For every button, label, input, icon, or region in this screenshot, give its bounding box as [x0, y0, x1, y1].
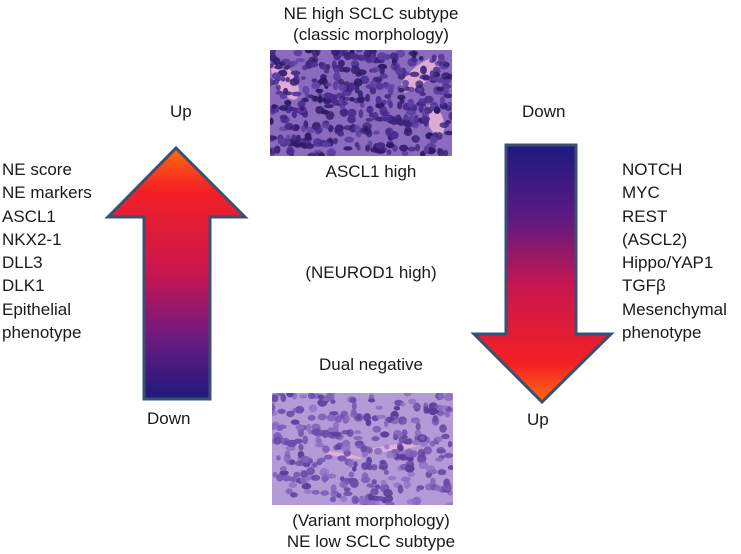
- right-arrow-item: Hippo/YAP1: [622, 253, 714, 273]
- right-arrow-item: Mesenchymal: [622, 299, 727, 319]
- left-arrow-item: phenotype: [2, 323, 82, 343]
- left-arrow-top-label: Up: [170, 102, 192, 121]
- right-arrow-item: phenotype: [622, 323, 702, 343]
- right-arrow-item: REST: [622, 206, 668, 226]
- left-arrow-item: NKX2-1: [2, 229, 62, 249]
- classic-morphology-micrograph: [270, 50, 452, 156]
- top-marker-label: ASCL1 high: [325, 162, 417, 181]
- left-up-arrow: [104, 145, 249, 402]
- left-arrow-item: NE score: [2, 160, 72, 179]
- right-arrow-item: TGFβ: [622, 276, 666, 296]
- right-down-arrow: [470, 142, 615, 405]
- top-subtype-title-line2: (classic morphology): [293, 25, 449, 44]
- right-arrow-shape: [470, 143, 615, 405]
- right-arrow-item: MYC: [622, 183, 660, 203]
- right-arrow-bottom-label: Up: [527, 410, 549, 429]
- right-arrow-item: NOTCH: [622, 160, 683, 179]
- left-arrow-item: ASCL1: [2, 206, 56, 226]
- bottom-marker-label: Dual negative: [319, 355, 423, 374]
- left-arrow-item: DLL3: [2, 253, 43, 273]
- left-arrow-item: Epithelial: [2, 299, 71, 319]
- left-arrow-item: DLK1: [2, 276, 45, 296]
- variant-morphology-micrograph: [272, 393, 453, 505]
- middle-marker-label: (NEUROD1 high): [305, 263, 437, 282]
- left-arrow-shape: [104, 145, 249, 401]
- right-arrow-item: (ASCL2): [622, 229, 688, 249]
- right-arrow-top-label: Down: [522, 102, 566, 121]
- bottom-subtype-title-line2: NE low SCLC subtype: [286, 532, 456, 551]
- left-arrow-bottom-label: Down: [147, 409, 191, 428]
- top-subtype-title-line1: NE high SCLC subtype: [283, 4, 459, 23]
- bottom-subtype-title-line1: (Variant morphology): [292, 511, 450, 530]
- left-arrow-item: NE markers: [2, 183, 92, 203]
